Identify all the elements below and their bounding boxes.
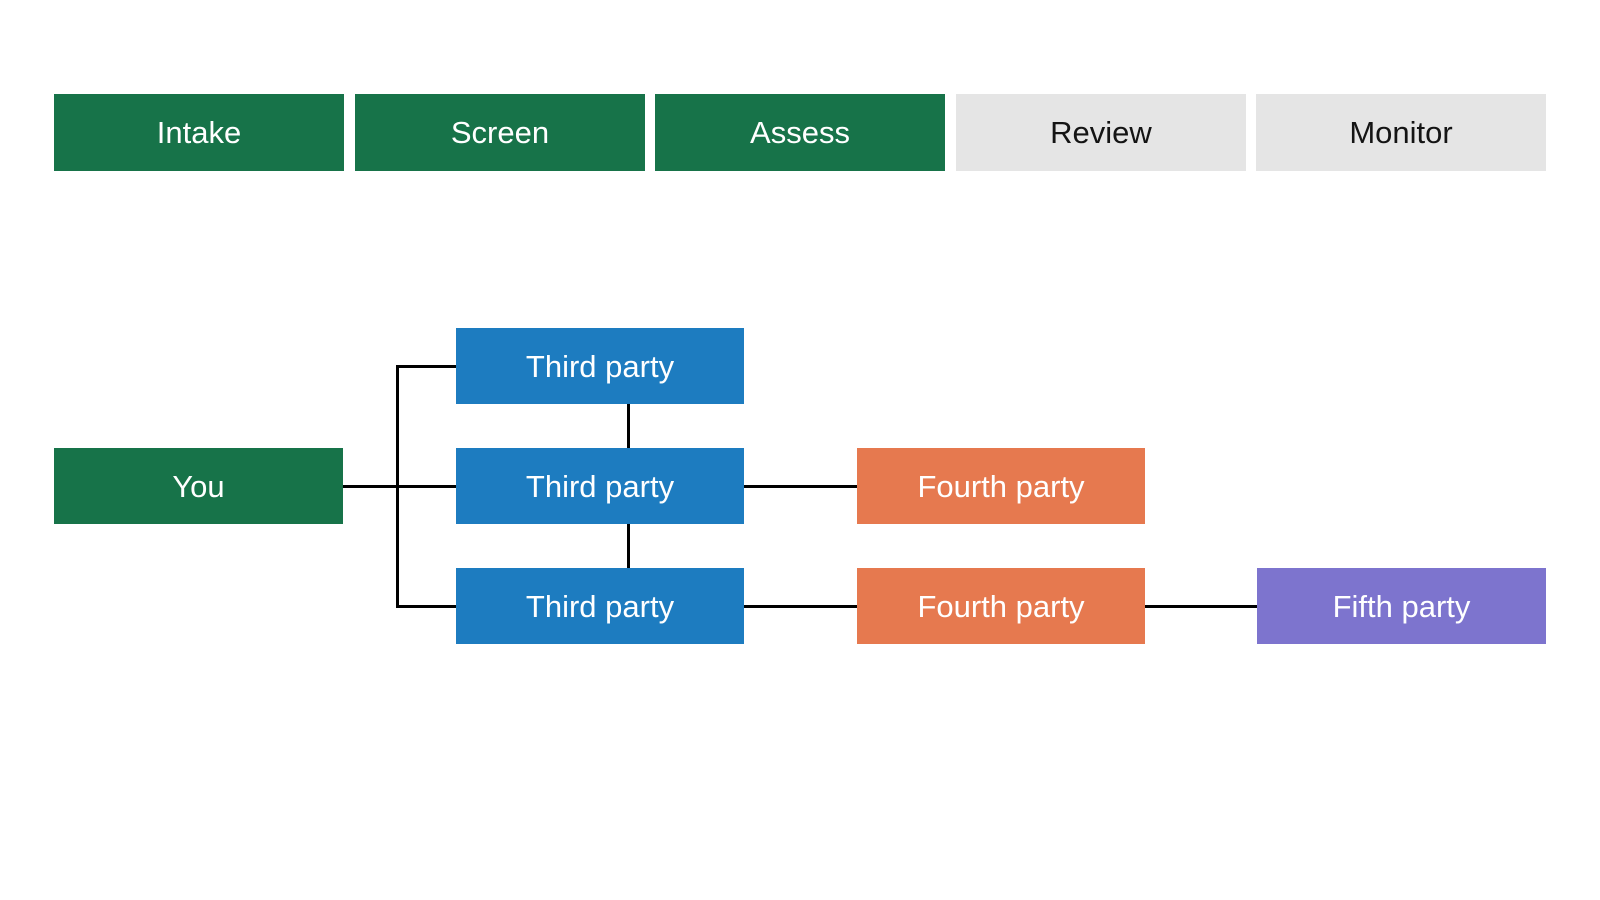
process-step-monitor[interactable]: Monitor	[1256, 94, 1546, 171]
node-third-party-1: Third party	[456, 328, 744, 404]
node-fourth-party-1: Fourth party	[857, 448, 1145, 524]
edge-you-feeder	[343, 484, 397, 488]
edge-trunk-to-third-party-2	[395, 484, 456, 488]
process-step-review[interactable]: Review	[956, 94, 1246, 171]
edge-third-party-1-to-third-party-2	[627, 404, 631, 448]
edge-third-party-3-to-fourth-party-2	[744, 604, 857, 608]
node-you: You	[54, 448, 343, 524]
edge-third-party-2-to-third-party-3	[627, 524, 631, 568]
node-third-party-3: Third party	[456, 568, 744, 644]
edge-fourth-party-2-to-fifth-party-1	[1145, 604, 1257, 608]
edge-third-party-2-to-fourth-party-1	[744, 484, 857, 488]
edge-trunk-to-third-party-3	[395, 604, 456, 608]
node-fourth-party-2: Fourth party	[857, 568, 1145, 644]
process-step-assess[interactable]: Assess	[655, 94, 945, 171]
edge-trunk-to-third-party-1	[395, 364, 456, 368]
process-step-intake[interactable]: Intake	[54, 94, 344, 171]
process-step-screen[interactable]: Screen	[355, 94, 645, 171]
node-fifth-party-1: Fifth party	[1257, 568, 1546, 644]
node-third-party-2: Third party	[456, 448, 744, 524]
